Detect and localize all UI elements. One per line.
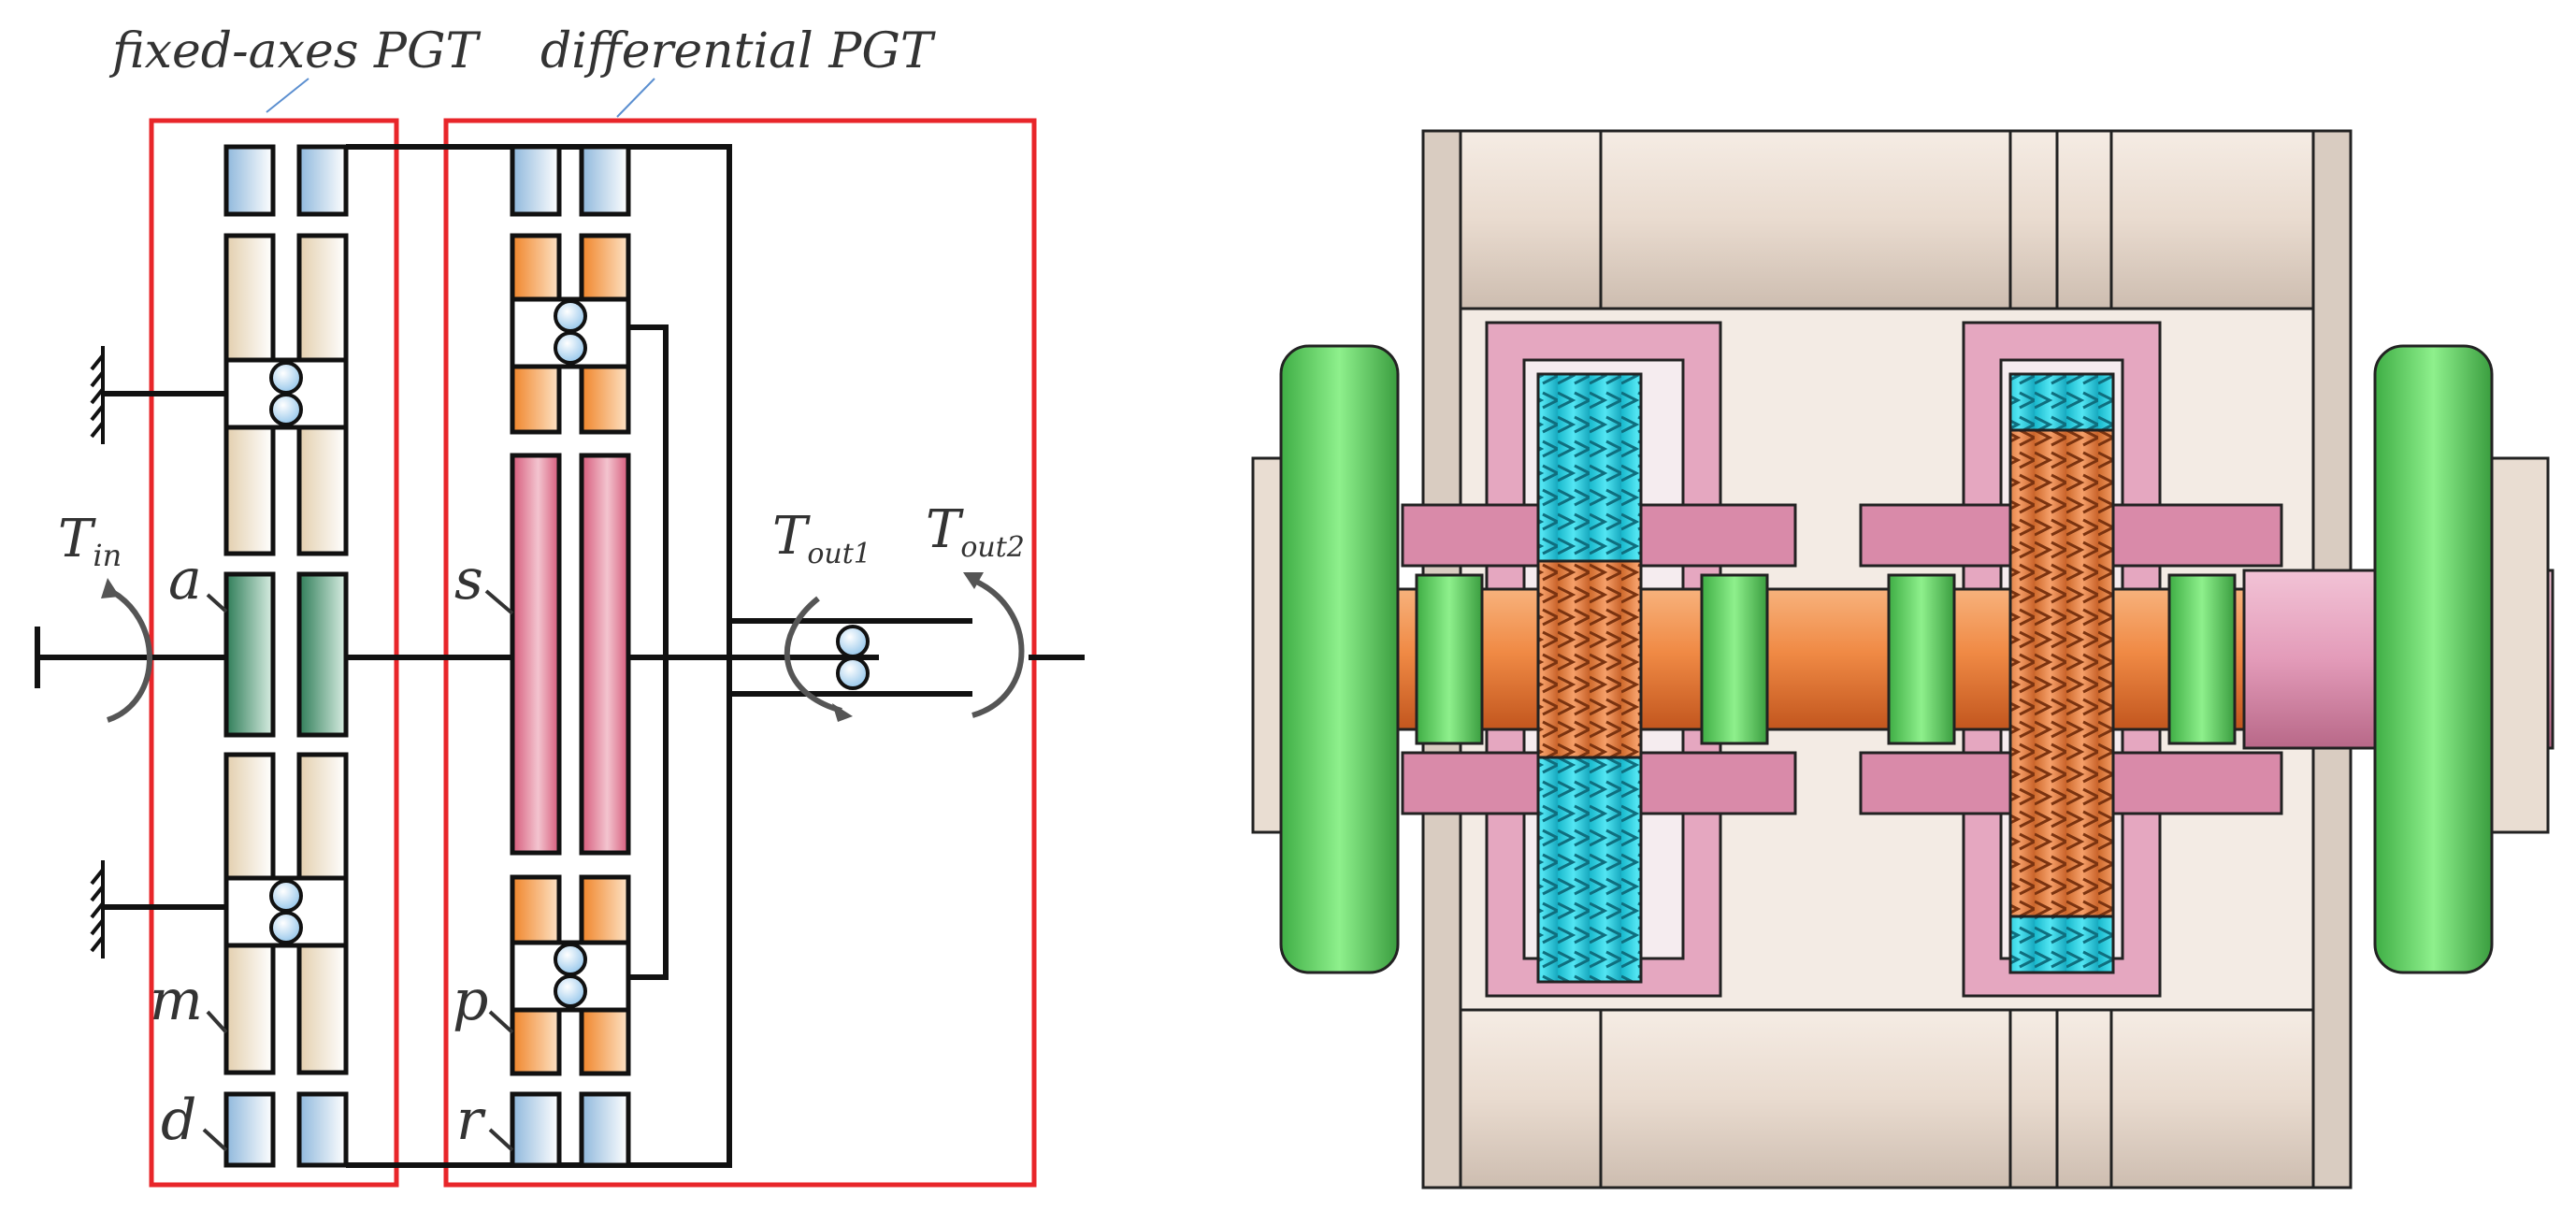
- label-m: m: [150, 968, 203, 1033]
- leader-a: [206, 593, 228, 613]
- differential-leader-line: [616, 78, 655, 118]
- sun-gear-a: [223, 571, 349, 738]
- leader-m: [206, 1010, 228, 1034]
- torque-output1-label: Tout1: [772, 506, 871, 570]
- leader-s: [484, 589, 514, 615]
- torque-output2-label: Tout2: [926, 499, 1025, 564]
- support-bearings: [1415, 573, 2237, 745]
- ground-symbol-lower: [90, 860, 105, 958]
- fixed-axes-leader-line: [266, 78, 309, 113]
- cad-model-section-view: [1251, 129, 2554, 1189]
- end-disc-left: [1251, 344, 1400, 974]
- torque-arrow-output1: [784, 596, 853, 722]
- torque-arrow-output2: [963, 572, 1025, 718]
- planet-gear-m-upper: [223, 233, 349, 556]
- ring-gear-r-bottom: [510, 1091, 631, 1168]
- fixed-axes-pgt-label: fixed-axes PGT: [108, 23, 481, 79]
- label-s: s: [454, 547, 483, 612]
- leader-r: [488, 1128, 514, 1152]
- label-a: a: [168, 547, 202, 612]
- torque-arrow-input: [101, 578, 152, 723]
- label-d: d: [161, 1088, 196, 1153]
- end-disc-right: [2373, 344, 2550, 974]
- output-bearing: [836, 625, 870, 690]
- planet-gears-right-stage: [2008, 372, 2115, 974]
- planet-gears-left-stage: [1536, 372, 1643, 984]
- planet-gear-p-upper: [510, 233, 631, 435]
- label-p: p: [453, 968, 488, 1033]
- planet-gear-p-lower: [510, 874, 631, 1076]
- torque-input-label: Tin: [58, 509, 122, 573]
- differential-pgt-frame: [443, 118, 1037, 1188]
- leader-d: [202, 1128, 228, 1152]
- ground-symbol-upper: [90, 346, 105, 444]
- sun-gear-s: [510, 453, 631, 856]
- leader-p: [488, 1010, 514, 1034]
- label-r: r: [456, 1088, 486, 1153]
- ring-gear-d: [223, 1091, 349, 1168]
- schematic-diagram: fixed-axes PGT differential PGT: [35, 23, 1085, 1188]
- ring-gear-r-top: [510, 144, 631, 217]
- ring-gear-top: [223, 144, 349, 217]
- differential-pgt-label: differential PGT: [540, 23, 936, 79]
- planet-gear-m-lower: [223, 752, 349, 1075]
